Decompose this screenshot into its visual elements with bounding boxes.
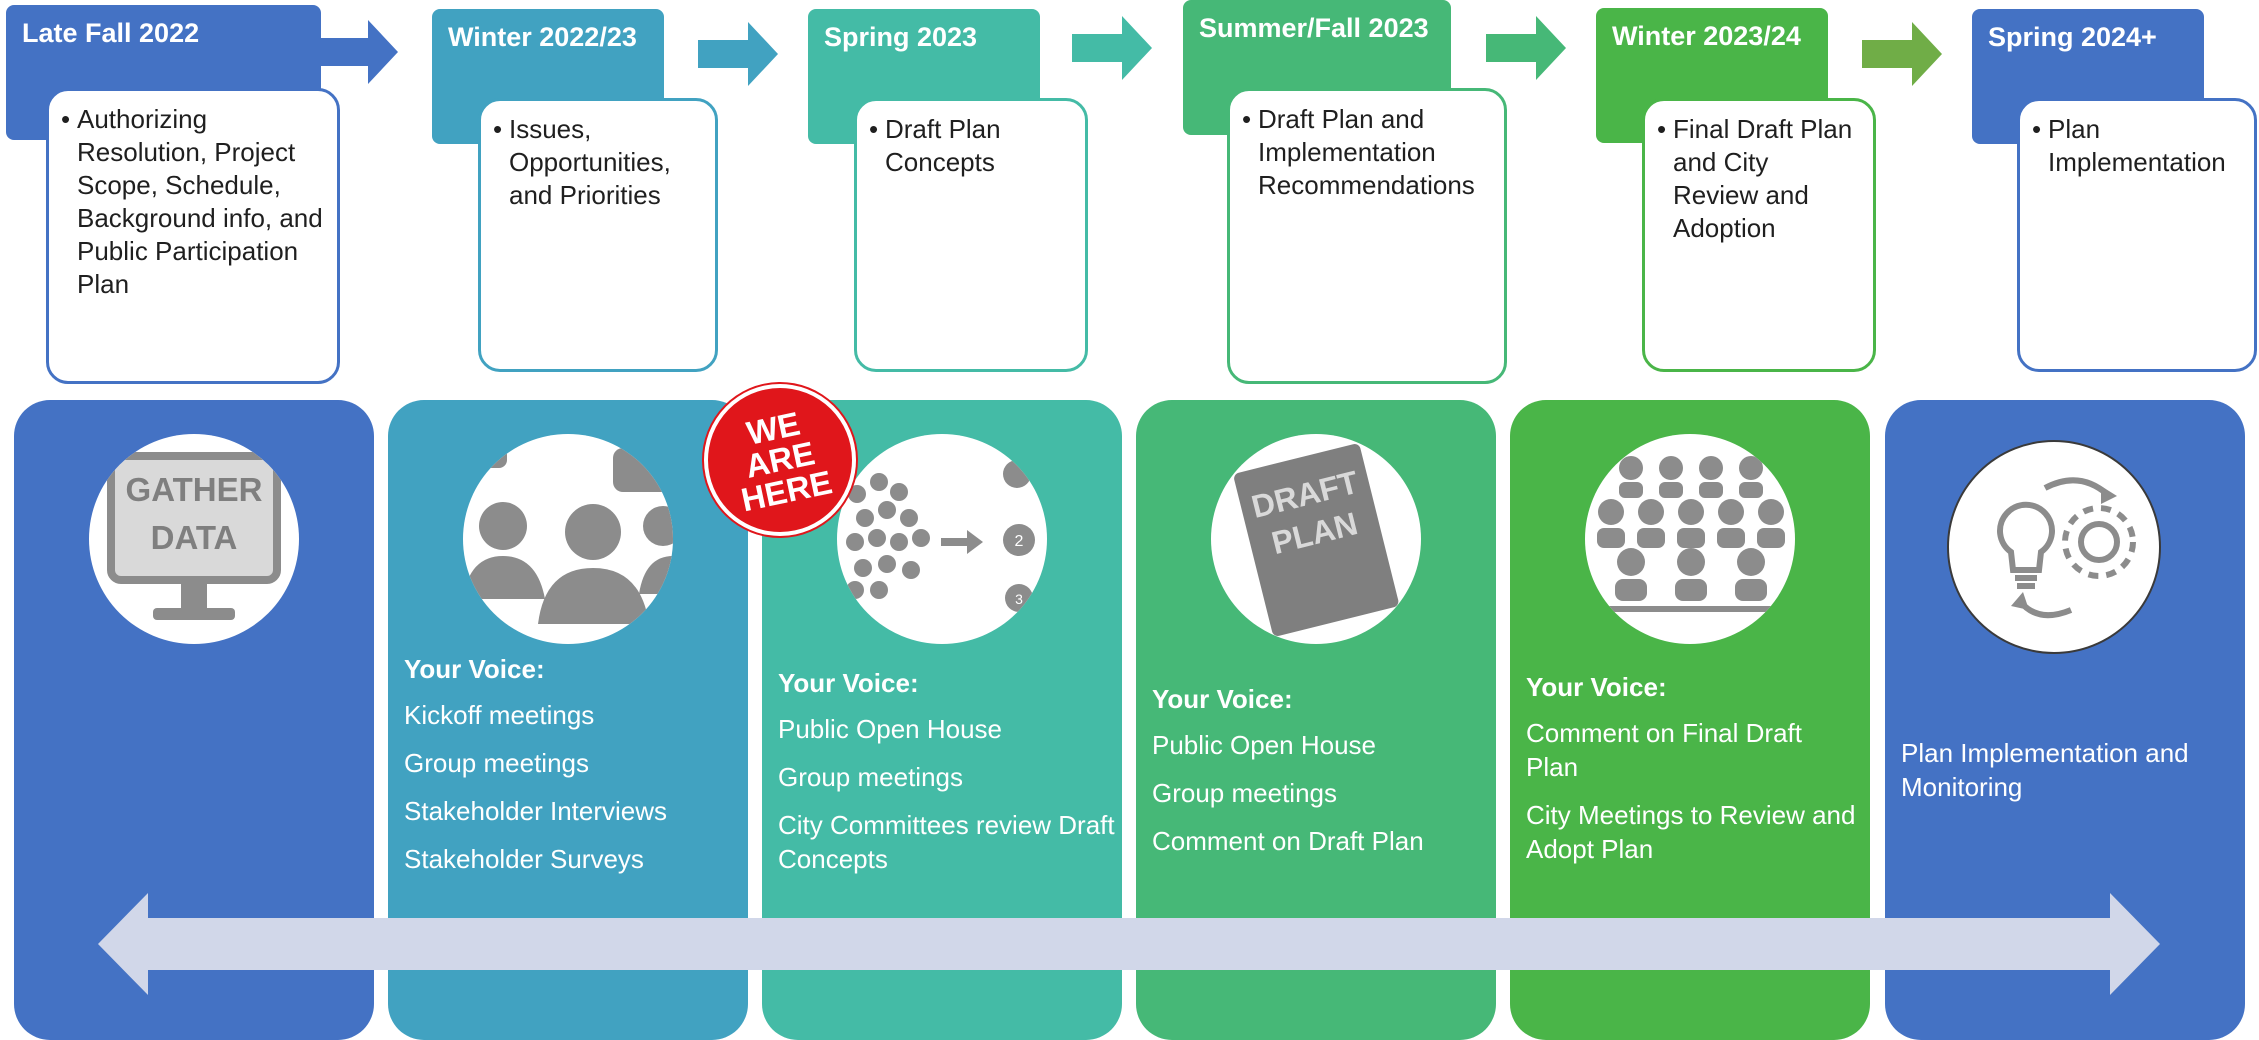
your-voice-list: Your Voice: Comment on Final Draft Plan … — [1526, 670, 1856, 880]
your-voice-list: Your Voice: Public Open House Group meet… — [1152, 682, 1492, 872]
svg-text:DATA: DATA — [151, 519, 238, 556]
phase-bullet: Final Draft Plan and City Review and Ado… — [1657, 113, 1859, 245]
svg-text:GATHER: GATHER — [126, 471, 263, 508]
svg-text:3: 3 — [1015, 591, 1023, 607]
phase-card: Draft Plan and Implementation Recommenda… — [1227, 88, 1507, 384]
list-item: Group meetings — [1152, 778, 1337, 808]
phase-winter-2023-24: Winter 2023/24 Final Draft Plan and City… — [1596, 0, 1976, 390]
arrow-right-icon — [1072, 16, 1152, 80]
arrow-right-icon — [1486, 16, 1566, 80]
svg-text:2: 2 — [1015, 533, 1024, 550]
list-item: Public Open House — [778, 714, 1003, 744]
phase-late-fall-2022: Late Fall 2022 Authorizing Resolution, P… — [6, 0, 386, 390]
phase-spring-2023: Spring 2023 Draft Plan Concepts — [808, 0, 1188, 390]
timeline-double-arrow-icon — [98, 893, 2160, 995]
phase-bullet: Authorizing Resolution, Project Scope, S… — [61, 103, 323, 301]
list-item: Kickoff meetings — [404, 700, 595, 730]
arrow-right-icon — [698, 22, 778, 86]
arrow-right-icon — [318, 20, 398, 84]
list-item: City Committees review Draft Concepts — [778, 810, 1115, 874]
phase-bullet: Draft Plan Concepts — [869, 113, 1071, 179]
phase-card: Authorizing Resolution, Project Scope, S… — [46, 88, 340, 384]
list-item: Comment on Final Draft Plan — [1526, 718, 1802, 782]
phase-spring-2024: Spring 2024+ Plan Implementation — [1972, 0, 2259, 390]
phase-bullet: Draft Plan and Implementation Recommenda… — [1242, 103, 1490, 202]
list-item: Public Open House — [1152, 730, 1377, 760]
phase-bullet: Plan Implementation — [2032, 113, 2240, 179]
phase-winter-2022-23: Winter 2022/23 Issues, Opportunities, an… — [432, 0, 812, 390]
list-item: Group meetings — [778, 762, 963, 792]
list-item: Stakeholder Interviews — [404, 796, 668, 826]
phase-summer-fall-2023: Summer/Fall 2023 Draft Plan and Implemen… — [1183, 0, 1563, 390]
list-item: Stakeholder Surveys — [404, 844, 644, 874]
your-voice-heading: Your Voice: — [778, 668, 919, 698]
phase-card: Final Draft Plan and City Review and Ado… — [1642, 98, 1876, 372]
implementation-text: Plan Implementation and Monitoring — [1901, 736, 2241, 818]
audience-meeting-icon — [1585, 434, 1795, 644]
arrow-right-icon — [1862, 22, 1942, 86]
list-item: Plan Implementation and Monitoring — [1901, 738, 2189, 802]
your-voice-heading: Your Voice: — [404, 654, 545, 684]
gather-data-monitor-icon: GATHER DATA — [89, 434, 299, 644]
people-discussion-icon — [463, 434, 673, 644]
phase-card: Draft Plan Concepts — [854, 98, 1088, 372]
your-voice-list: Your Voice: Kickoff meetings Group meeti… — [404, 652, 744, 890]
lightbulb-gear-cycle-icon — [1947, 440, 2161, 654]
phase-card: Plan Implementation — [2017, 98, 2257, 372]
your-voice-heading: Your Voice: — [1526, 672, 1667, 702]
list-item: City Meetings to Review and Adopt Plan — [1526, 800, 1856, 864]
your-voice-list: Your Voice: Public Open House Group meet… — [778, 666, 1118, 890]
your-voice-heading: Your Voice: — [1152, 684, 1293, 714]
ideas-lightbulbs-icon: 2 3 — [837, 434, 1047, 644]
draft-plan-document-icon: DRAFT PLAN — [1211, 434, 1421, 644]
phase-bullet: Issues, Opportunities, and Priorities — [493, 113, 701, 212]
column-gather-data: GATHER DATA — [14, 400, 374, 1040]
list-item: Group meetings — [404, 748, 589, 778]
phase-card: Issues, Opportunities, and Priorities — [478, 98, 718, 372]
list-item: Comment on Draft Plan — [1152, 826, 1424, 856]
